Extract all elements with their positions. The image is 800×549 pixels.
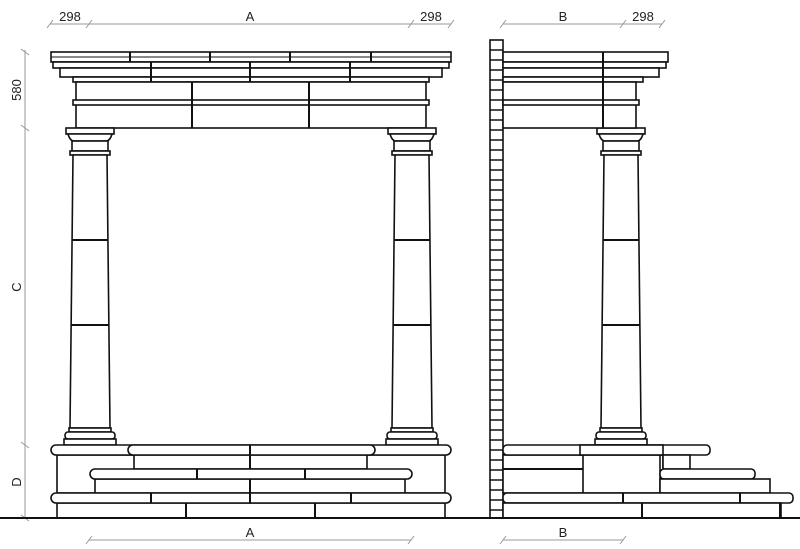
side-dim-bottom-label: B	[559, 525, 568, 540]
dimension-lines	[20, 19, 666, 545]
dim-top-right-label: 298	[420, 9, 442, 24]
side-base-steps	[502, 444, 794, 519]
side-column	[594, 127, 648, 446]
dim-bottom-label: A	[246, 525, 255, 540]
dim-top-left-label: 298	[59, 9, 81, 24]
dimension-tick	[20, 441, 30, 449]
dimension-tick	[619, 19, 627, 29]
dimension-tick	[407, 535, 415, 545]
dimension-tick	[46, 19, 54, 29]
front-base-steps	[50, 444, 452, 519]
dimension-tick	[20, 48, 30, 56]
dim-entablature-label: 580	[9, 79, 24, 101]
dimension-tick	[499, 19, 507, 29]
dim-column-label: C	[9, 282, 24, 291]
side-entablature	[502, 51, 669, 129]
front-entablature	[50, 51, 452, 129]
side-wall-brick	[489, 39, 504, 519]
dimension-tick	[499, 535, 507, 545]
dimension-tick	[20, 124, 30, 132]
front-left-column	[63, 127, 117, 446]
front-right-column	[385, 127, 439, 446]
dimension-tick	[619, 535, 627, 545]
dimension-tick	[447, 19, 455, 29]
dim-base-label: D	[9, 477, 24, 486]
dimension-tick	[85, 535, 93, 545]
dimension-tick	[85, 19, 93, 29]
dimension-tick	[407, 19, 415, 29]
dim-top-center-label: A	[246, 9, 255, 24]
side-dim-top-left-label: B	[559, 9, 568, 24]
dimension-tick	[658, 19, 666, 29]
side-dim-top-right-label: 298	[632, 9, 654, 24]
